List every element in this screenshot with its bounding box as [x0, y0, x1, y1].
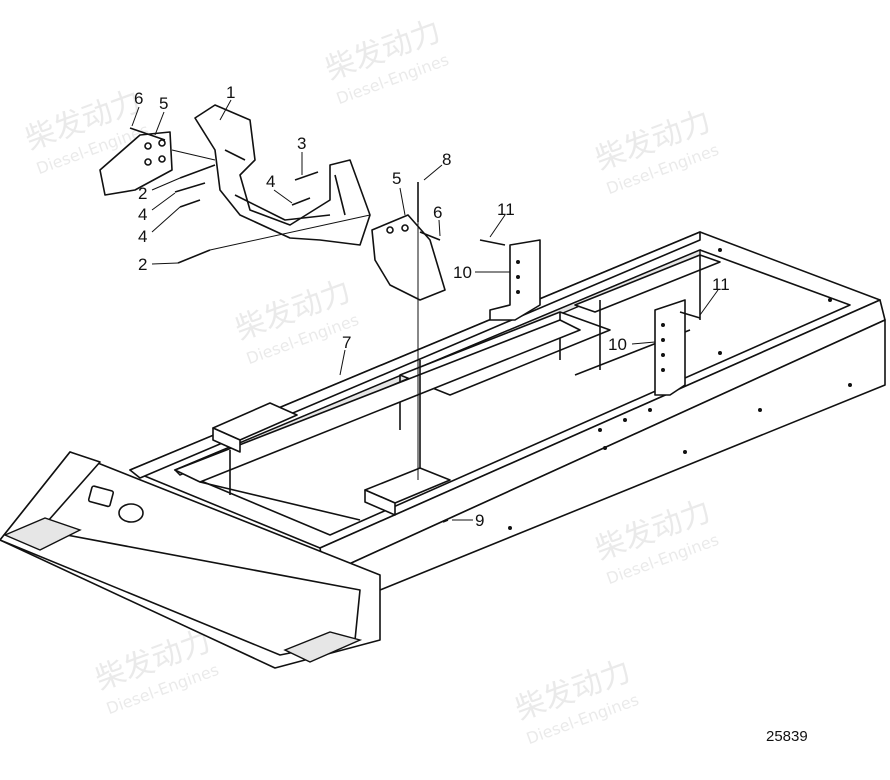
svg-text:10: 10 — [453, 263, 472, 282]
svg-text:9: 9 — [475, 511, 484, 530]
svg-text:8: 8 — [442, 150, 451, 169]
callout-9: 9 — [452, 511, 484, 530]
svg-text:6: 6 — [134, 89, 143, 108]
callout-5-right: 5 — [392, 169, 406, 216]
callout-10-right: 10 — [608, 335, 656, 354]
callout-2-upper: 2 — [138, 177, 181, 203]
mounting-plate-5-right — [371, 214, 446, 301]
subframe-7 — [0, 231, 886, 669]
svg-text:5: 5 — [159, 94, 168, 113]
bolts — [129, 127, 701, 523]
callout-11-left: 11 — [489, 200, 515, 238]
callout-4-a: 4 — [138, 192, 176, 224]
svg-text:2: 2 — [138, 184, 147, 203]
callout-7: 7 — [339, 333, 351, 376]
svg-text:6: 6 — [433, 203, 442, 222]
callout-8: 8 — [423, 150, 451, 181]
callout-2-lower: 2 — [138, 255, 179, 274]
callout-5-left: 5 — [154, 94, 168, 136]
callout-6-left: 6 — [131, 89, 143, 127]
callout-6-right: 6 — [433, 203, 442, 237]
svg-text:3: 3 — [297, 134, 306, 153]
svg-text:7: 7 — [342, 333, 351, 352]
callouts: 6 5 1 2 4 4 2 3 4 5 8 6 11 10 11 10 7 9 — [131, 83, 730, 530]
mounting-plate-5-left — [99, 131, 173, 196]
svg-text:10: 10 — [608, 335, 627, 354]
svg-text:4: 4 — [266, 172, 275, 191]
callout-11-right: 11 — [699, 275, 730, 316]
callout-10-left: 10 — [453, 263, 510, 282]
bracket-10-left — [489, 239, 541, 321]
svg-text:11: 11 — [712, 275, 730, 294]
bracket-10-right — [654, 299, 686, 396]
figure-number: 25839 — [766, 728, 808, 745]
engine-bracket-1 — [194, 104, 371, 246]
svg-text:4: 4 — [138, 227, 147, 246]
callout-4-b: 4 — [138, 206, 181, 246]
svg-text:2: 2 — [138, 255, 147, 274]
alignment-lines — [171, 149, 419, 480]
svg-text:4: 4 — [138, 205, 147, 224]
svg-text:1: 1 — [226, 83, 235, 102]
callout-4-c: 4 — [266, 172, 293, 204]
callout-1: 1 — [219, 83, 235, 121]
svg-text:5: 5 — [392, 169, 401, 188]
svg-text:11: 11 — [497, 200, 515, 219]
callout-3: 3 — [297, 134, 306, 175]
